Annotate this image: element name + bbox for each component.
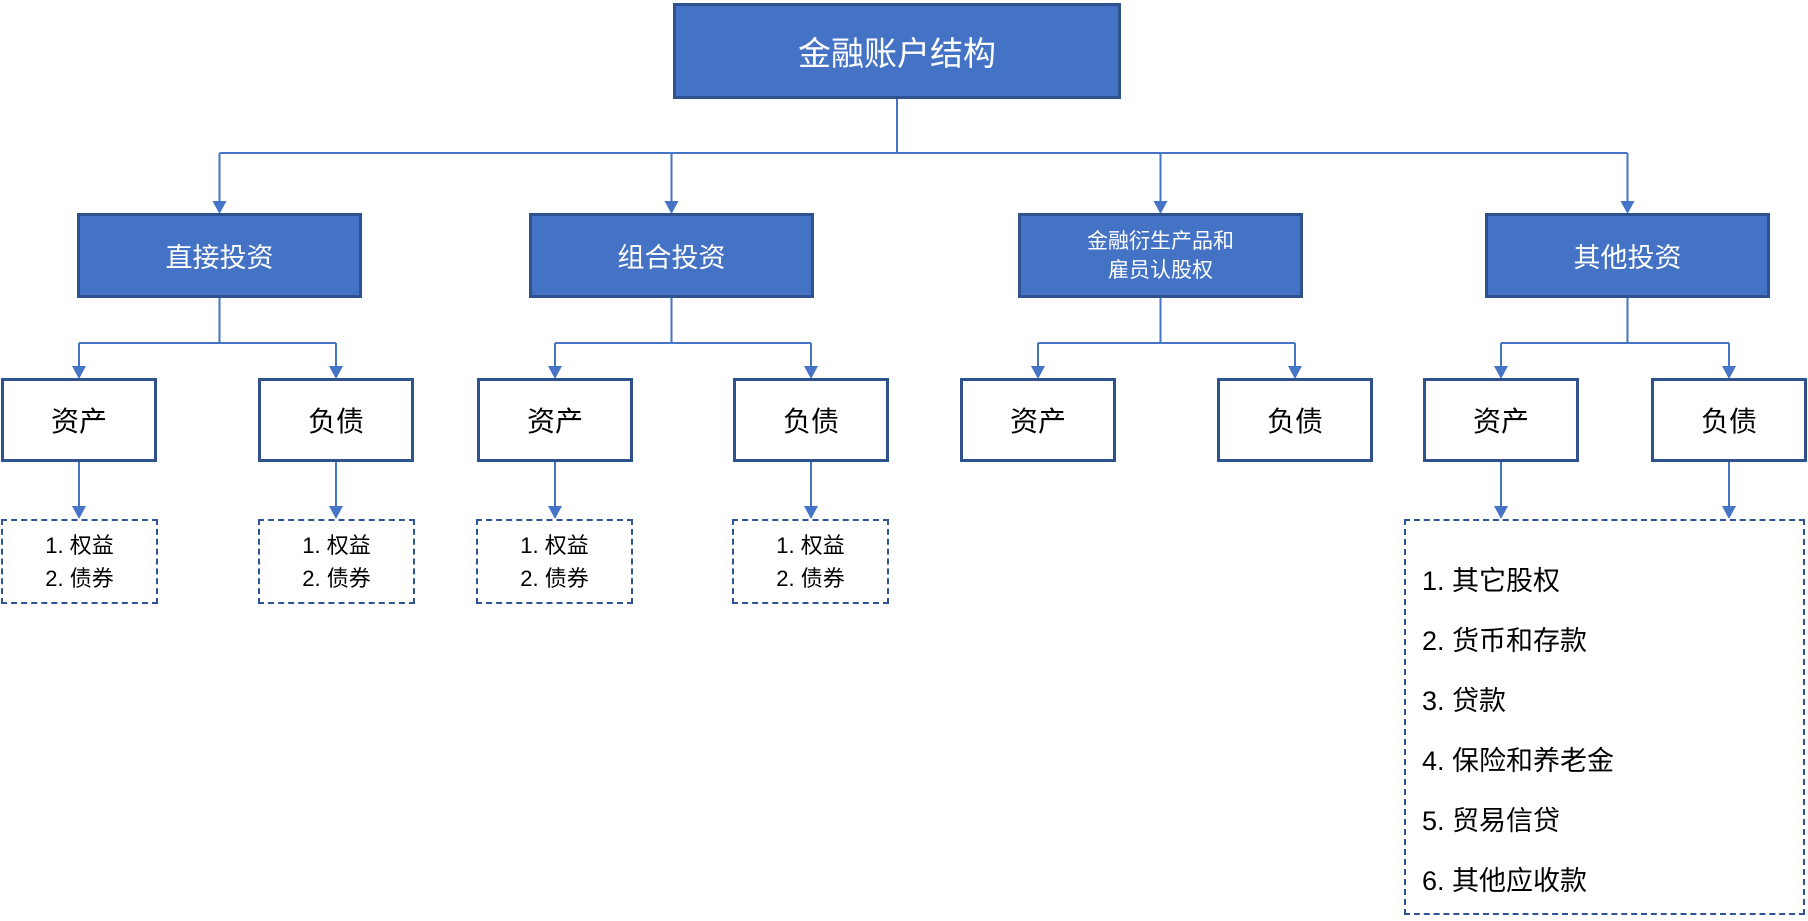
node-label: 资产 [1009, 406, 1066, 437]
root-to-level2-connectors [212, 99, 1635, 214]
leaf-list-other-investment: 1. 其它股权 2. 货币和存款 3. 贷款 4. 保险和养老金 5. 贸易信贷… [1404, 519, 1805, 915]
node-direct-investment-liabilities: 负债 [258, 378, 414, 462]
node-other-investment: 其他投资 [1485, 213, 1770, 298]
node-label-line2: 雇员认股权 [1108, 258, 1213, 282]
list-item: 1. 权益 [520, 532, 589, 558]
node-direct-investment: 直接投资 [77, 213, 362, 298]
list-item: 2. 货币和存款 [1422, 626, 1588, 656]
node-portfolio-investment-liabilities: 负债 [733, 378, 889, 462]
list-item: 3. 贷款 [1422, 686, 1507, 716]
list-item: 2. 债券 [45, 565, 114, 591]
leaf-list-portfolio-liabilities: 1. 权益 2. 债券 [732, 519, 889, 604]
list-item: 4. 保险和养老金 [1422, 746, 1615, 776]
list-item: 2. 债券 [776, 565, 845, 591]
node-label: 金融账户结构 [798, 35, 996, 72]
node-label: 直接投资 [165, 243, 274, 273]
node-label: 负债 [1266, 406, 1323, 437]
node-label: 组合投资 [617, 243, 726, 273]
branch2-connectors [548, 298, 818, 379]
list-item: 5. 贸易信贷 [1422, 806, 1561, 836]
list-item: 6. 其他应收款 [1422, 866, 1588, 896]
branch3-connectors [1031, 298, 1302, 379]
node-derivatives-assets: 资产 [960, 378, 1116, 462]
node-label: 负债 [1700, 406, 1757, 437]
node-financial-account-structure: 金融账户结构 [673, 3, 1121, 99]
node-label-line1: 金融衍生产品和 [1087, 229, 1234, 253]
level3-to-leaf-connectors [72, 462, 1736, 519]
list-item: 1. 其它股权 [1422, 566, 1561, 596]
leaf-list-direct-assets: 1. 权益 2. 债券 [1, 519, 158, 604]
list-item: 2. 债券 [302, 565, 371, 591]
node-portfolio-investment-assets: 资产 [477, 378, 633, 462]
list-item: 1. 权益 [302, 532, 371, 558]
node-derivatives-liabilities: 负债 [1217, 378, 1373, 462]
list-item: 1. 权益 [776, 532, 845, 558]
node-portfolio-investment: 组合投资 [529, 213, 814, 298]
node-label: 资产 [1472, 406, 1529, 437]
node-label: 负债 [307, 406, 364, 437]
node-label: 资产 [50, 406, 107, 437]
node-label: 资产 [526, 406, 583, 437]
branch4-connectors [1494, 298, 1736, 379]
node-direct-investment-assets: 资产 [1, 378, 157, 462]
list-item: 2. 债券 [520, 565, 589, 591]
list-item: 1. 权益 [45, 532, 114, 558]
node-label: 负债 [782, 406, 839, 437]
leaf-list-portfolio-assets: 1. 权益 2. 债券 [476, 519, 633, 604]
leaf-list-direct-liabilities: 1. 权益 2. 债券 [258, 519, 415, 604]
node-other-investment-liabilities: 负债 [1651, 378, 1807, 462]
branch1-connectors [72, 298, 343, 379]
node-financial-derivatives-and-esop: 金融衍生产品和 雇员认股权 [1018, 213, 1303, 298]
node-other-investment-assets: 资产 [1423, 378, 1579, 462]
node-label: 其他投资 [1573, 243, 1682, 273]
